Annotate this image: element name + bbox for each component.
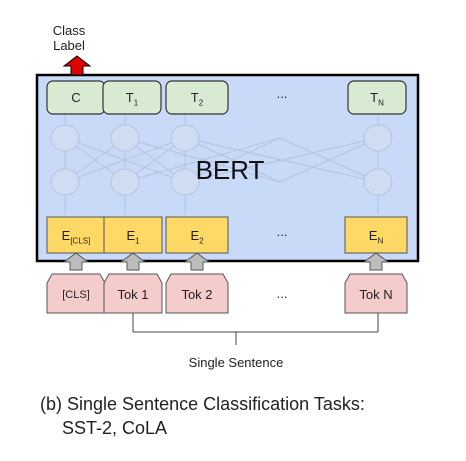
embedding-sub: N — [377, 236, 384, 246]
output-sub: 1 — [133, 98, 139, 108]
output-ellipsis: ... — [262, 86, 302, 101]
output-main: T — [370, 90, 379, 105]
output-sub: N — [378, 98, 384, 108]
caption-line1: (b) Single Sentence Classification Tasks… — [40, 394, 365, 414]
embedding-label-n: EN — [345, 228, 407, 249]
output-sub: 2 — [198, 98, 204, 108]
output-box-t1 — [102, 80, 162, 115]
output-main: ... — [276, 86, 288, 101]
token-label-1: Tok 1 — [117, 287, 149, 302]
output-label-t2: T2 — [166, 90, 228, 111]
embedding-main: ... — [276, 224, 288, 239]
token-label-cls: [CLS] — [62, 289, 90, 301]
embedding-sub: [CLS] — [70, 236, 91, 246]
embedding-label-cls: E[CLS] — [47, 228, 105, 249]
token-box-1 — [103, 273, 163, 314]
token-label-2: Tok 2 — [181, 287, 213, 302]
embedding-label-2: E2 — [166, 228, 228, 249]
embedding-main: E — [126, 228, 136, 243]
class-label-line2: Label — [53, 38, 85, 53]
embedding-box-1 — [103, 216, 163, 254]
embedding-main: E — [190, 228, 200, 243]
embedding-main: E — [368, 228, 378, 243]
output-box-tn — [347, 80, 407, 115]
class-label: Class Label — [44, 23, 94, 53]
arrow-up-icon — [362, 252, 390, 271]
embedding-box-2 — [165, 216, 229, 254]
output-label-tn: TN — [348, 90, 406, 111]
token-ellipsis: ... — [276, 286, 288, 301]
arrow-up-icon — [119, 252, 147, 271]
token-label-n: Tok N — [359, 287, 393, 302]
output-main: C — [71, 90, 81, 105]
embedding-sub: 1 — [135, 236, 140, 246]
embedding-box-cls — [46, 216, 106, 254]
model-name: BERT — [195, 155, 265, 185]
caption-line2: SST-2, CoLA — [62, 418, 168, 438]
figure-caption: (b) Single Sentence Classification Tasks… — [40, 392, 365, 440]
output-label-c: C — [47, 90, 105, 111]
arrow-up-icon — [62, 252, 90, 271]
sentence-label: Single Sentence — [188, 355, 284, 370]
embedding-sub: 2 — [199, 236, 204, 246]
class-label-line1: Class — [52, 23, 86, 38]
network-nodes — [50, 124, 393, 196]
embedding-main: E — [61, 228, 71, 243]
arrow-up-icon — [183, 252, 211, 271]
embedding-label-1: E1 — [104, 228, 162, 249]
token-box-n — [344, 273, 408, 314]
embedding-ellipsis: ... — [262, 224, 302, 239]
token-box-2 — [165, 273, 229, 314]
class-label-arrow-icon — [62, 55, 92, 76]
output-label-t1: T1 — [103, 90, 161, 111]
sentence-bracket — [132, 313, 379, 345]
output-main: T — [190, 90, 199, 105]
output-box-t2 — [165, 80, 229, 115]
output-main: T — [125, 90, 134, 105]
